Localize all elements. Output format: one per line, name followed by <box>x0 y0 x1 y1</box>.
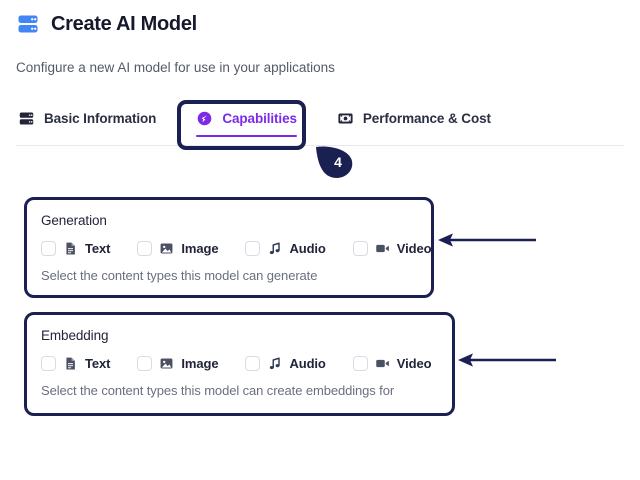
active-tab-underline <box>196 134 297 137</box>
option-embedding-video[interactable]: Video <box>352 356 432 371</box>
option-generation-image[interactable]: Image <box>137 241 219 256</box>
checkbox-embedding-text[interactable] <box>41 356 56 371</box>
card-title: Embedding <box>41 328 109 343</box>
option-embedding-text[interactable]: Text <box>41 356 110 371</box>
banknote-icon <box>337 110 354 127</box>
annotation-step-badge: 4 <box>315 145 355 179</box>
tab-basic-information[interactable]: Basic Information <box>16 108 166 139</box>
checkbox-generation-video[interactable] <box>352 241 368 256</box>
option-generation-text[interactable]: Text <box>41 241 110 256</box>
page-title: Create AI Model <box>51 12 197 35</box>
page-header: Create AI Model <box>16 12 197 36</box>
option-label: Video <box>396 356 432 371</box>
music-note-icon <box>267 356 282 371</box>
image-icon <box>159 356 174 371</box>
file-text-icon <box>63 241 78 256</box>
file-text-icon <box>63 356 78 371</box>
server-icon <box>18 110 35 127</box>
checkbox-generation-image[interactable] <box>137 241 153 256</box>
option-label: Image <box>181 241 219 256</box>
tab-label: Performance & Cost <box>362 111 491 126</box>
server-icon <box>16 12 40 36</box>
page-subtitle: Configure a new AI model for use in your… <box>16 60 335 75</box>
annotation-arrow-embedding <box>456 348 558 372</box>
annotation-arrow-generation <box>436 228 538 252</box>
annotation-step-number: 4 <box>334 154 342 170</box>
card-hint: Select the content types this model can … <box>41 383 395 398</box>
option-embedding-image[interactable]: Image <box>137 356 219 371</box>
option-label: Video <box>396 241 432 256</box>
capability-options: Text Image Audio <box>41 356 438 371</box>
tab-label: Basic Information <box>44 111 157 126</box>
option-label: Text <box>85 356 111 371</box>
checkbox-embedding-video[interactable] <box>352 356 368 371</box>
music-note-icon <box>267 241 282 256</box>
video-camera-icon <box>375 241 390 256</box>
tab-divider <box>16 145 624 146</box>
capability-card-embedding: Embedding Text <box>24 312 455 416</box>
checkbox-embedding-audio[interactable] <box>245 356 261 371</box>
tab-label: Capabilities <box>222 111 297 126</box>
checkbox-generation-audio[interactable] <box>245 241 261 256</box>
tab-capabilities[interactable]: Capabilities <box>194 108 307 139</box>
option-generation-audio[interactable]: Audio <box>245 241 326 256</box>
capability-options: Text Image Audio <box>41 241 432 256</box>
capability-card-generation: Generation Text <box>24 197 434 298</box>
image-icon <box>159 241 174 256</box>
option-label: Text <box>85 241 111 256</box>
option-label: Image <box>181 356 219 371</box>
tab-bar: Basic Information Capabilities Performan… <box>16 108 624 146</box>
card-title: Generation <box>41 213 107 228</box>
option-label: Audio <box>289 356 326 371</box>
option-embedding-audio[interactable]: Audio <box>245 356 326 371</box>
gauge-icon <box>196 110 213 127</box>
option-generation-video[interactable]: Video <box>352 241 432 256</box>
card-hint: Select the content types this model can … <box>41 268 318 283</box>
video-camera-icon <box>375 356 390 371</box>
checkbox-embedding-image[interactable] <box>137 356 153 371</box>
checkbox-generation-text[interactable] <box>41 241 56 256</box>
tab-performance-cost[interactable]: Performance & Cost <box>335 108 501 139</box>
option-label: Audio <box>289 241 326 256</box>
